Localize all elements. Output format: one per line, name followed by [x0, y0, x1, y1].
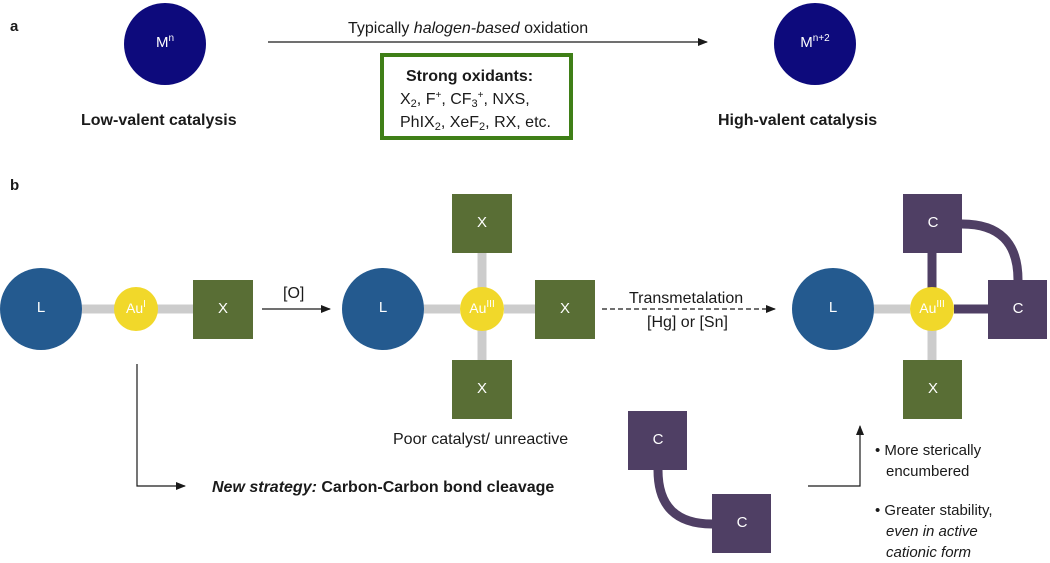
halide-box-top [452, 194, 512, 253]
gold1-circle [114, 287, 158, 331]
carbon-label-top: C [927, 214, 939, 231]
halide-box-1 [193, 280, 253, 339]
poor-catalyst-label: Poor catalyst/ unreactive [393, 431, 569, 448]
ligand-circle-3 [792, 268, 874, 350]
halide-label-top: X [476, 214, 487, 231]
halide-label-bottom: X [476, 380, 487, 397]
strategy-arrow [136, 364, 186, 490]
panel-a-label: a [10, 18, 19, 35]
ligand-circle-1 [0, 268, 82, 350]
advantage-bullet-2: • Greater stability, even in active cati… [875, 502, 993, 561]
halide-label-1: X [217, 300, 228, 317]
oxidation-caption: Typically halogen-based oxidation [348, 20, 589, 37]
oxidants-line-2: PhIX2, XeF2, RX, etc. [400, 114, 551, 133]
gold3-circle-1 [460, 287, 504, 331]
ligand-label-2: L [378, 299, 388, 316]
high-valent-metal-label: Mn+2 [800, 33, 830, 52]
oxidants-title: Strong oxidants: [406, 68, 534, 85]
halide-label-right: X [559, 300, 570, 317]
high-valent-caption: High-valent catalysis [718, 112, 878, 129]
oxidants-line-1: X2, F+, CF3+, NXS, [400, 90, 530, 110]
ligand-label-3: L [828, 299, 838, 316]
gold3-circle-2 [910, 287, 954, 331]
halide-box-right [535, 280, 595, 339]
gold1-label: AuI [126, 299, 146, 317]
transmetalation-label: Transmetalation [629, 290, 744, 307]
panel-b-label: b [10, 177, 20, 194]
low-valent-caption: Low-valent catalysis [81, 112, 237, 129]
low-valent-metal-circle [124, 3, 206, 85]
halide-box-bottom [452, 360, 512, 419]
strong-oxidants-box: Strong oxidants: X2, F+, CF3+, NXS, PhIX… [380, 53, 573, 140]
carbon-carbon-arc-1 [961, 219, 1023, 281]
carbon-box-reagent-1 [628, 411, 687, 470]
low-valent-metal-label: Mn [155, 33, 175, 52]
gold3-label-2: AuIII [919, 299, 945, 317]
carbon-label-reagent-2: C [736, 514, 748, 531]
ligand-label-1: L [36, 299, 46, 316]
halide-box-bottom-b [903, 360, 962, 419]
high-valent-metal-circle [774, 3, 856, 85]
oxidation-step-label: [O] [283, 285, 305, 302]
advantage-bullet-1: • More sterically encumbered [875, 442, 982, 480]
carbon-box-top [903, 194, 962, 253]
new-strategy-caption: New strategy: Carbon-Carbon bond cleavag… [212, 479, 555, 496]
transmetalation-reagents: [Hg] or [Sn] [647, 314, 728, 331]
advantages-arrow [808, 425, 864, 487]
carbon-box-right [988, 280, 1047, 339]
ligand-circle-2 [342, 268, 424, 350]
halide-label-bottom-b: X [927, 380, 938, 397]
carbon-carbon-arc-2 [653, 469, 713, 529]
carbon-label-right: C [1012, 300, 1024, 317]
carbon-box-reagent-2 [712, 494, 771, 553]
gold3-label-1: AuIII [469, 299, 495, 317]
carbon-label-reagent-1: C [652, 431, 664, 448]
